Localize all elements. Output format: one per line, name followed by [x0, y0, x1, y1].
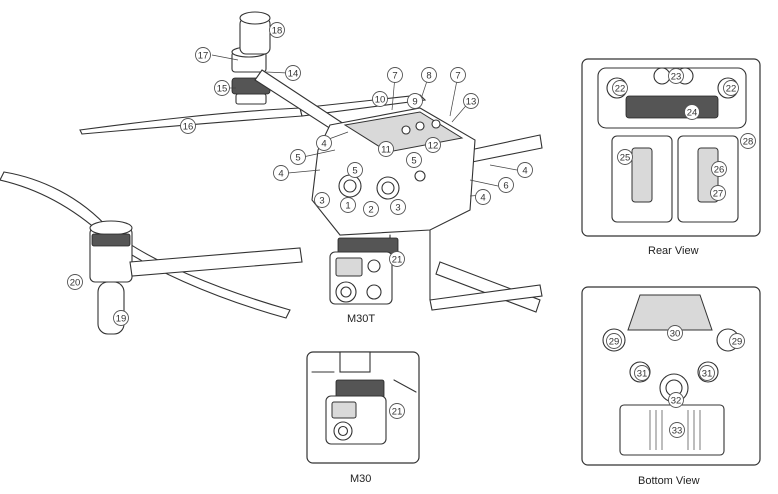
svg-text:14: 14 — [288, 68, 299, 79]
caption-bottom-view: Bottom View — [638, 475, 700, 487]
callout-2: 2 — [363, 201, 379, 217]
svg-text:12: 12 — [428, 140, 439, 151]
callout-12: 12 — [425, 137, 441, 153]
svg-text:4: 4 — [480, 192, 485, 203]
svg-text:4: 4 — [278, 168, 283, 179]
svg-text:11: 11 — [381, 144, 391, 155]
callout-31: 31 — [699, 365, 715, 381]
svg-text:2: 2 — [368, 204, 373, 215]
svg-text:29: 29 — [732, 336, 743, 347]
bottom-view-panel — [581, 286, 761, 466]
upper-left-motor — [231, 11, 271, 105]
svg-text:18: 18 — [272, 25, 283, 36]
svg-text:29: 29 — [609, 336, 620, 347]
svg-text:30: 30 — [670, 328, 681, 339]
svg-text:23: 23 — [671, 71, 682, 82]
svg-text:28: 28 — [743, 136, 754, 147]
svg-text:27: 27 — [713, 188, 724, 199]
svg-text:8: 8 — [426, 70, 431, 81]
callout-30: 30 — [667, 325, 683, 341]
callout-5: 5 — [406, 152, 422, 168]
callout-19: 19 — [113, 310, 129, 326]
callout-6: 6 — [498, 177, 514, 193]
callout-18: 18 — [269, 22, 285, 38]
svg-text:26: 26 — [714, 164, 725, 175]
svg-text:15: 15 — [217, 83, 228, 94]
callout-3: 3 — [314, 192, 330, 208]
callout-7: 7 — [450, 67, 466, 83]
svg-text:7: 7 — [455, 70, 460, 81]
callout-14: 14 — [285, 65, 301, 81]
callout-32: 32 — [668, 392, 684, 408]
callout-22: 22 — [612, 80, 628, 96]
svg-text:21: 21 — [392, 406, 403, 417]
svg-text:9: 9 — [412, 96, 417, 107]
svg-text:4: 4 — [321, 138, 326, 149]
callout-24: 24 — [684, 104, 700, 120]
caption-m30: M30 — [350, 473, 372, 485]
caption-rear-view: Rear View — [648, 245, 699, 257]
callout-33: 33 — [669, 422, 685, 438]
callout-13: 13 — [463, 93, 479, 109]
svg-text:1: 1 — [345, 200, 350, 211]
gimbal-camera-m30t — [329, 237, 399, 305]
callout-10: 10 — [372, 91, 388, 107]
callout-26: 26 — [711, 161, 727, 177]
svg-text:13: 13 — [466, 96, 477, 107]
svg-text:4: 4 — [522, 165, 527, 176]
callout-23: 23 — [668, 68, 684, 84]
svg-text:21: 21 — [392, 254, 403, 265]
callout-8: 8 — [421, 67, 437, 83]
callout-1: 1 — [340, 197, 356, 213]
callout-31: 31 — [634, 365, 650, 381]
callout-29: 29 — [729, 333, 745, 349]
svg-text:6: 6 — [503, 180, 508, 191]
svg-text:3: 3 — [395, 202, 400, 213]
svg-text:25: 25 — [620, 152, 631, 163]
callout-27: 27 — [710, 185, 726, 201]
svg-text:19: 19 — [116, 313, 127, 324]
callout-4: 4 — [273, 165, 289, 181]
callout-9: 9 — [407, 93, 423, 109]
callout-11: 11 — [378, 141, 394, 157]
svg-text:5: 5 — [352, 165, 357, 176]
callout-5: 5 — [347, 162, 363, 178]
callout-20: 20 — [67, 274, 83, 290]
svg-text:33: 33 — [672, 425, 683, 436]
svg-text:5: 5 — [295, 152, 300, 163]
callout-4: 4 — [517, 162, 533, 178]
svg-text:22: 22 — [615, 83, 626, 94]
callout-17: 17 — [195, 47, 211, 63]
svg-text:31: 31 — [702, 368, 713, 379]
svg-text:10: 10 — [375, 94, 386, 105]
callout-25: 25 — [617, 149, 633, 165]
svg-text:20: 20 — [70, 277, 81, 288]
svg-text:32: 32 — [671, 395, 682, 406]
callout-22: 22 — [723, 80, 739, 96]
callout-21: 21 — [389, 403, 405, 419]
callout-21: 21 — [389, 251, 405, 267]
svg-text:31: 31 — [637, 368, 648, 379]
callout-16: 16 — [180, 118, 196, 134]
callout-7: 7 — [387, 67, 403, 83]
svg-text:3: 3 — [319, 195, 324, 206]
svg-text:22: 22 — [726, 83, 737, 94]
callout-5: 5 — [290, 149, 306, 165]
callout-3: 3 — [390, 199, 406, 215]
m30-inset-panel — [306, 351, 420, 464]
svg-text:24: 24 — [687, 107, 698, 118]
callout-4: 4 — [316, 135, 332, 151]
callout-28: 28 — [740, 133, 756, 149]
svg-text:16: 16 — [183, 121, 194, 132]
svg-text:5: 5 — [411, 155, 416, 166]
callout-15: 15 — [214, 80, 230, 96]
callout-4: 4 — [475, 189, 491, 205]
svg-text:17: 17 — [198, 50, 209, 61]
callout-29: 29 — [606, 333, 622, 349]
caption-m30t: M30T — [347, 313, 376, 325]
svg-text:7: 7 — [392, 70, 397, 81]
